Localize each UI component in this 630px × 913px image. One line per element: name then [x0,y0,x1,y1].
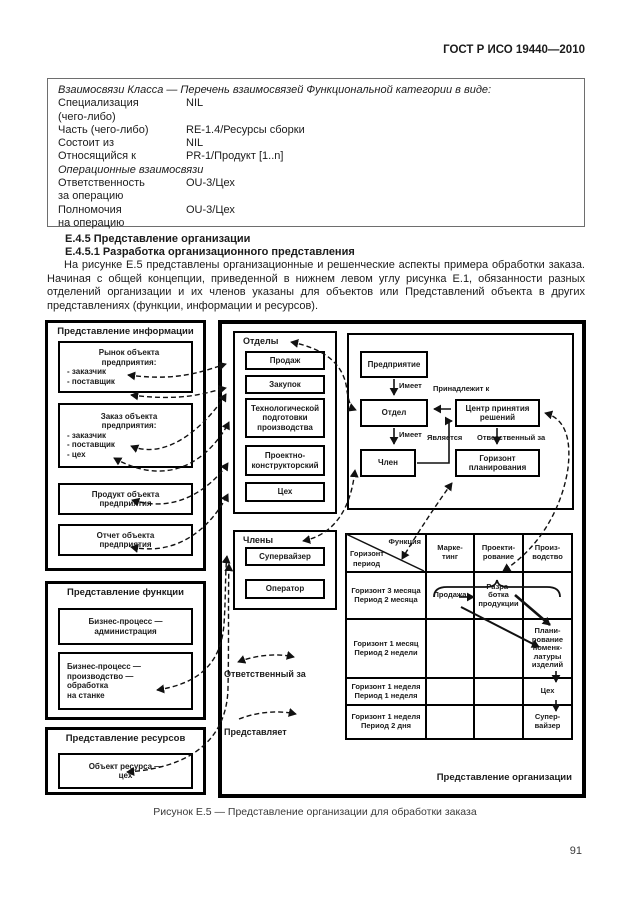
doc-header: ГОСТ Р ИСО 19440—2010 [443,44,585,56]
grid-col-production: Произ- водство [524,535,571,573]
dept-process-planning-box: Технологической подготовки производства [245,398,325,438]
class-relation-row: Часть (чего-либо)RE-1.4/Ресурсы сборки [58,123,305,136]
departments-title: Отделы [243,336,279,346]
grid-row-label: Горизонт 1 неделя Период 1 неделя [347,679,427,706]
grid-cell-mps: Плани- рование номенк- латуры изделий [524,620,571,679]
has-label: Имеет [399,430,422,439]
member-operator-box: Оператор [245,579,325,599]
class-relation-row: на операцию [58,216,125,229]
has-label: Имеет [399,381,422,390]
org-view-title: Представление организации [436,772,572,783]
resource-object-box: Объект ресурса — цех [58,753,193,789]
info-view-title: Представление информации [57,326,194,337]
grid-cell [475,679,524,706]
order-object-box: Заказ объекта предприятия: - заказчик - … [58,403,193,468]
belongs-to-label: Принадлежит к [433,384,490,393]
departments-group: Отделы [233,331,337,514]
bp-admin-box: Бизнес-процесс — администрация [58,608,193,645]
grid-cell-shop: Цех [524,679,571,706]
grid-cell-sales: Продажа [427,573,475,620]
department-box: Отдел [360,399,428,427]
grid-cell-product-dev: Разра- ботка продукции [475,573,524,620]
section-heading: Е.4.5 Представление организации [65,233,251,245]
grid-row-label: Горизонт 3 месяца Период 2 месяца [347,573,427,620]
grid-cell [524,573,571,620]
dept-sales-box: Продаж [245,351,325,370]
report-object-box: Отчет объекта предприятия [58,524,193,556]
members-group: Члены [233,530,337,610]
class-relations-title: Взаимосвязи Класса — Перечень взаимосвяз… [58,84,492,96]
responsible-for-label: Ответственный за [477,433,546,442]
function-view-title: Представление функции [67,587,184,598]
grid-cell [475,706,524,738]
member-box: Член [360,449,416,477]
enterprise-box: Предприятие [360,351,428,378]
members-title: Члены [243,535,274,545]
class-relation-row: (чего-либо) [58,110,116,123]
grid-col-marketing: Марке- тинг [427,535,475,573]
planning-horizon-box: Горизонт планирования [455,449,540,477]
member-supervisor-box: Супервайзер [245,547,325,566]
grid-cell-supervisor: Супер- вайзер [534,712,561,730]
page-number: 91 [569,845,582,857]
class-relations-box: Взаимосвязи Класса — Перечень взаимосвяз… [47,78,585,229]
grid-corner-cell: Функция Горизонт период [347,535,427,573]
grid-row-label: Горизонт 1 неделя Период 2 дня [347,706,427,738]
subsection-heading: Е.4.5.1 Разработка организационного пред… [65,246,355,258]
dept-design-box: Проектно-конструкторский [245,445,325,476]
dept-purchasing-box: Закупок [245,375,325,394]
product-object-box: Продукт объекта предприятия [58,483,193,515]
grai-grid: Функция Горизонт период Марке- тинг Прое… [345,533,573,740]
resource-view-title: Представление ресурсов [65,733,186,744]
grid-cell [427,706,475,738]
grid-cell [475,620,524,679]
grid-cell [427,679,475,706]
is-a-label: Является [427,433,463,442]
legend-responsible-label: Ответственный за [224,669,306,679]
grid-cell [427,620,475,679]
figure-caption: Рисунок Е.5 — Представление организации … [153,806,477,818]
legend-represents-label: Представляет [224,727,287,737]
dept-shop-box: Цех [245,482,325,502]
bp-production-box: Бизнес-процесс — производство — обработк… [58,652,193,710]
grid-col-design: Проекти- рование [475,535,524,573]
class-relation-row: за операцию [58,190,124,203]
org-metamodel-box [347,333,574,510]
grid-row-label: Горизонт 1 месяц Период 2 недели [347,620,427,679]
class-relation-subtitle: Операционные взаимосвязи [58,163,204,176]
market-object-box: Рынок объекта предприятия: - заказчик - … [58,341,193,393]
decision-centre-box: Центр принятия решений [455,399,540,427]
body-paragraph: На рисунке Е.5 представлены организацион… [47,259,585,312]
